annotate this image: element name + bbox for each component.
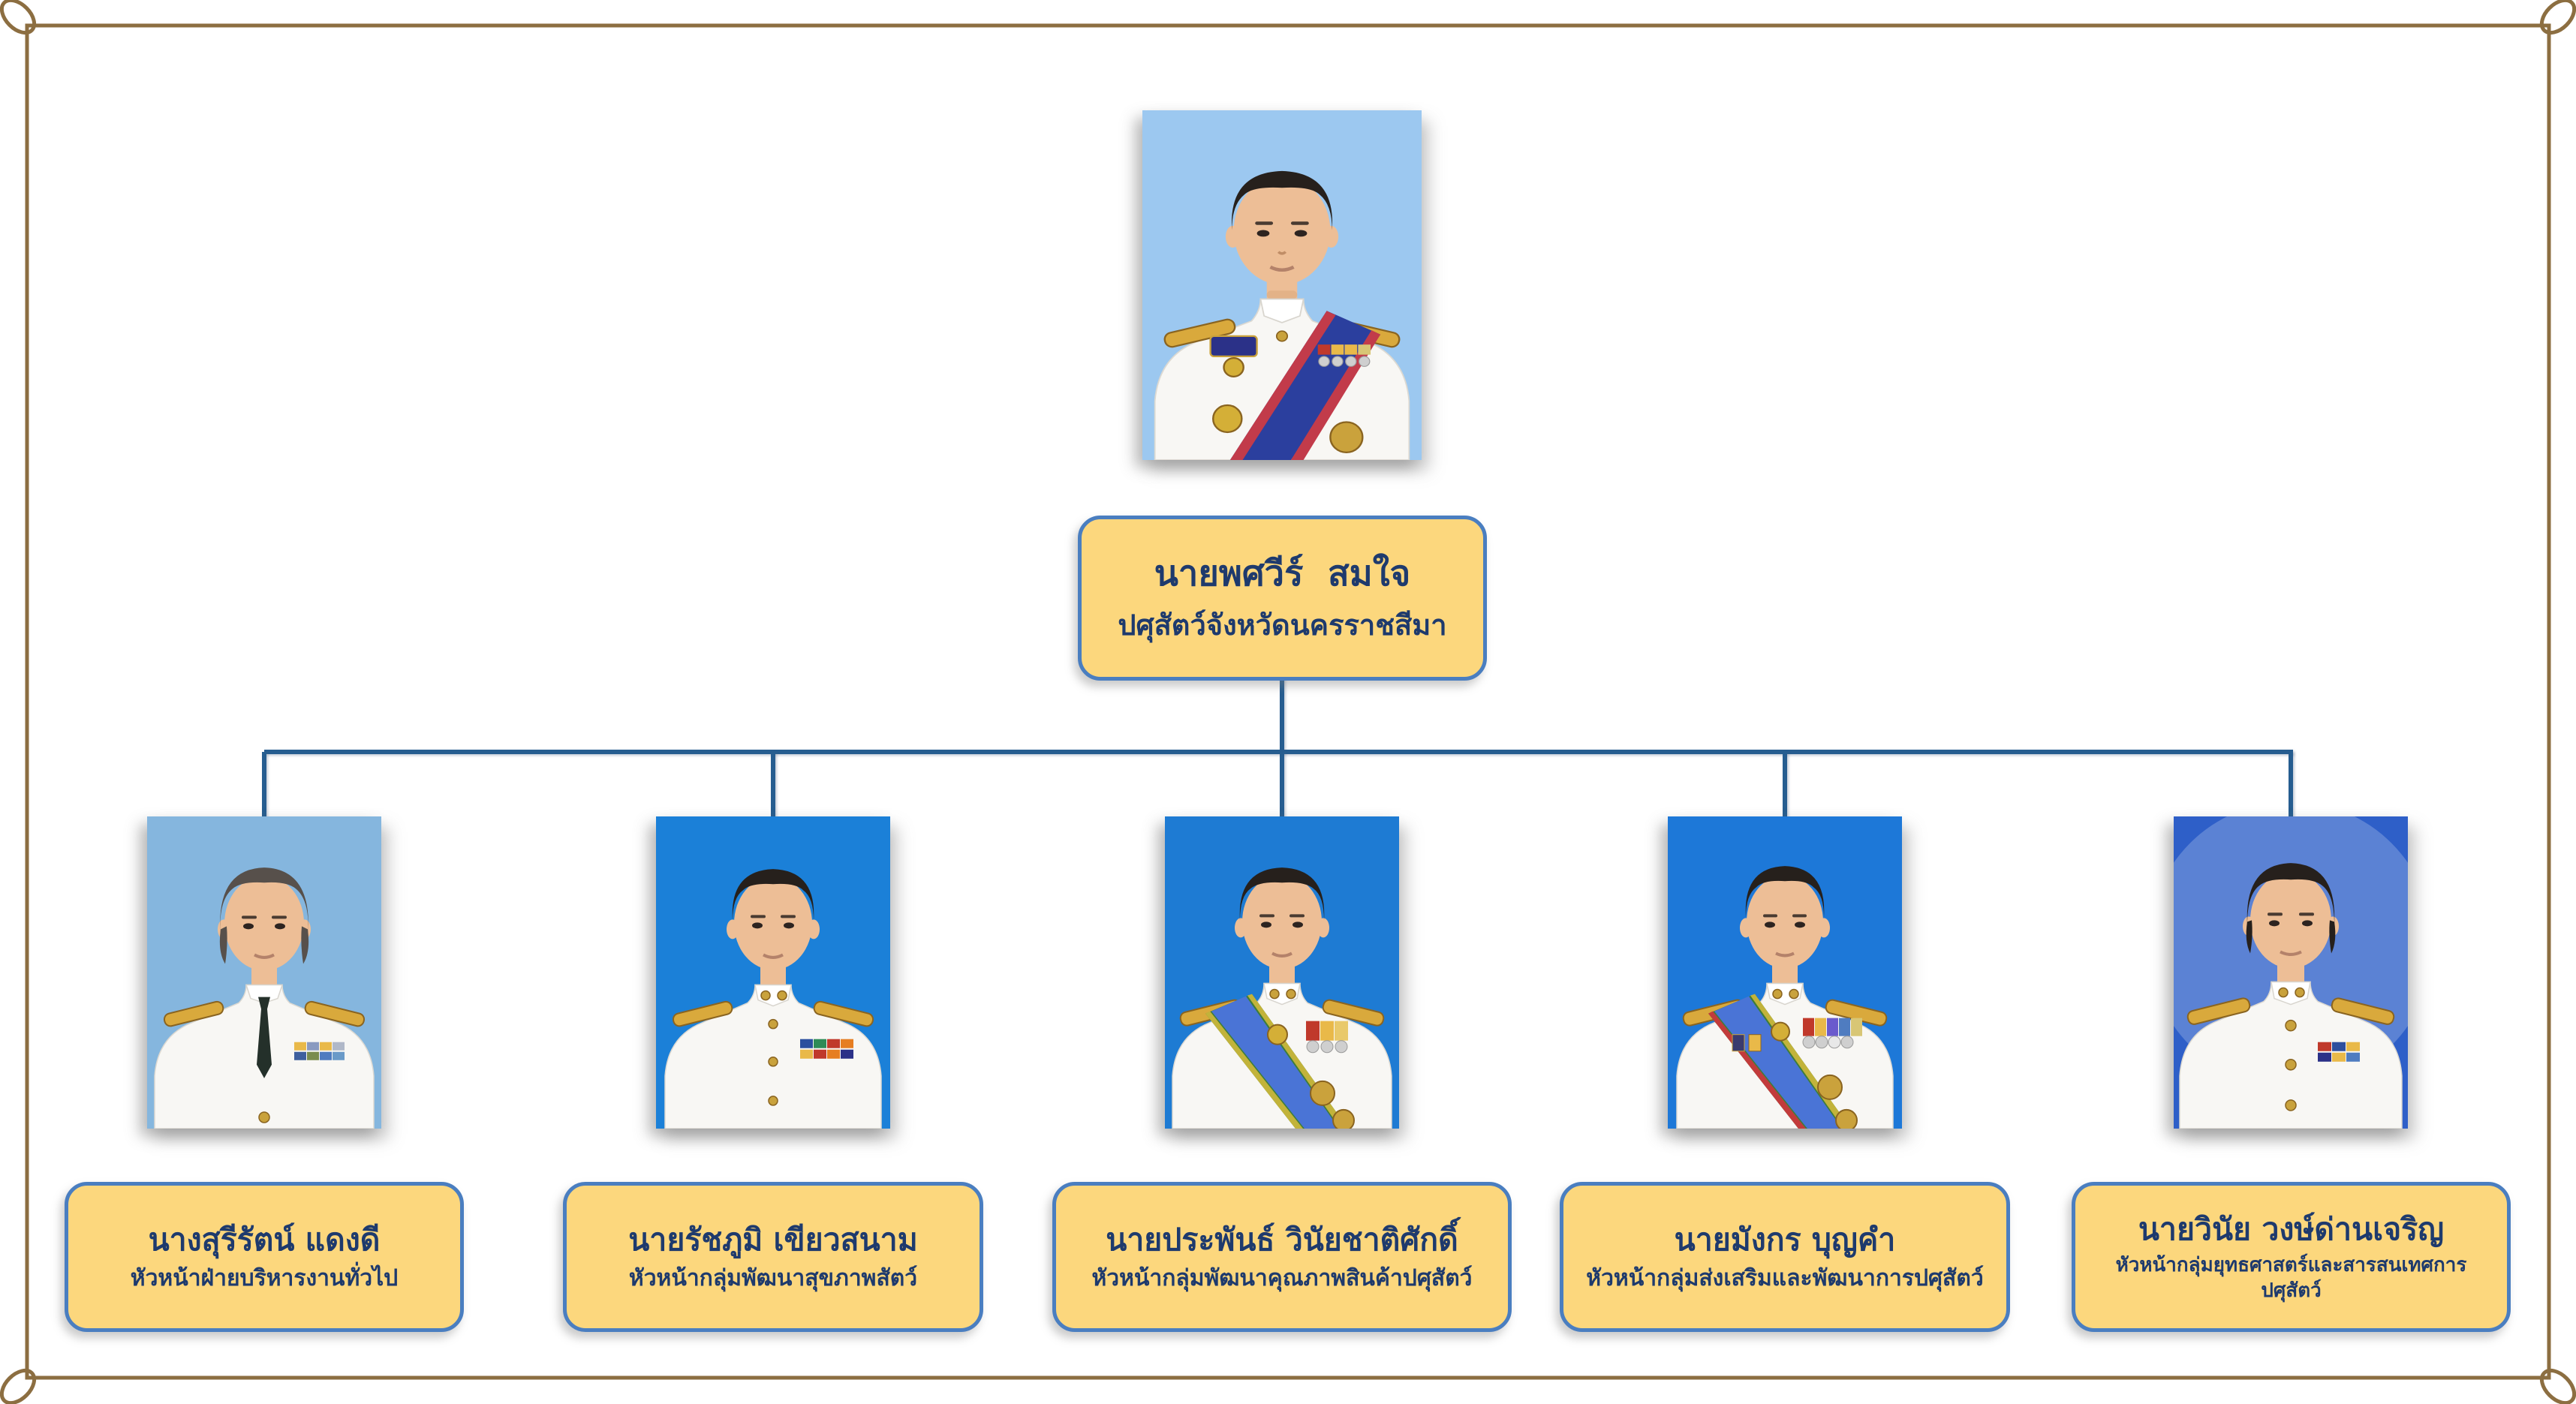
portrait-sub-5 [2174,816,2408,1129]
portrait-sub-3 [1165,816,1399,1129]
portrait-sub-1 [147,816,381,1129]
node-title: หัวหน้ากลุ่มพัฒนาสุขภาพสัตว์ [628,1265,918,1292]
node-title: ปศุสัตว์จังหวัดนครราชสีมา [1118,608,1447,642]
node-title: หัวหน้าฝ่ายบริหารงานทั่วไป [130,1265,399,1292]
node-name: นายมังกร บุญคำ [1674,1221,1896,1258]
org-node-5: นายวินัย วงษ์ด่านเจริญ หัวหน้ากลุ่มยุทธศ… [2072,1182,2511,1332]
portrait-root [1142,110,1422,460]
node-title: หัวหน้ากลุ่มพัฒนาคุณภาพสินค้าปศุสัตว์ [1091,1265,1473,1292]
node-name: นางสุรีรัตน์ แดงดี [148,1221,381,1258]
node-title: หัวหน้ากลุ่มส่งเสริมและพัฒนาการปศุสัตว์ [1586,1265,1984,1292]
org-node-3: นายประพันธ์ วินัยชาติศักดิ์ หัวหน้ากลุ่ม… [1052,1182,1512,1332]
connector-drop-3 [1280,752,1284,821]
node-name: นายประพันธ์ วินัยชาติศักดิ์ [1106,1221,1458,1258]
node-name: นายรัชภูมิ เขียวสนาม [628,1221,918,1258]
node-name: นายวินัย วงษ์ด่านเจริญ [2138,1210,2445,1247]
portrait-sub-4 [1668,816,1902,1129]
connector-horizontal [264,750,2293,754]
connector-drop-5 [2289,752,2293,821]
connector-drop-2 [771,752,775,821]
org-node-4: นายมังกร บุญคำ หัวหน้ากลุ่มส่งเสริมและพั… [1560,1182,2010,1332]
connector-root-stub [1280,678,1284,753]
portrait-sub-2 [656,816,890,1129]
node-name: นายพศวีร์ สมใจ [1154,552,1411,594]
org-node-2: นายรัชภูมิ เขียวสนาม หัวหน้ากลุ่มพัฒนาสุ… [563,1182,983,1332]
connector-drop-4 [1783,752,1787,821]
org-node-1: นางสุรีรัตน์ แดงดี หัวหน้าฝ่ายบริหารงานท… [65,1182,464,1332]
connector-drop-1 [262,752,266,821]
org-node-root: นายพศวีร์ สมใจ ปศุสัตว์จังหวัดนครราชสีมา [1078,516,1487,681]
node-title: หัวหน้ากลุ่มยุทธศาสตร์และสารสนเทศการปศุส… [2115,1253,2467,1302]
